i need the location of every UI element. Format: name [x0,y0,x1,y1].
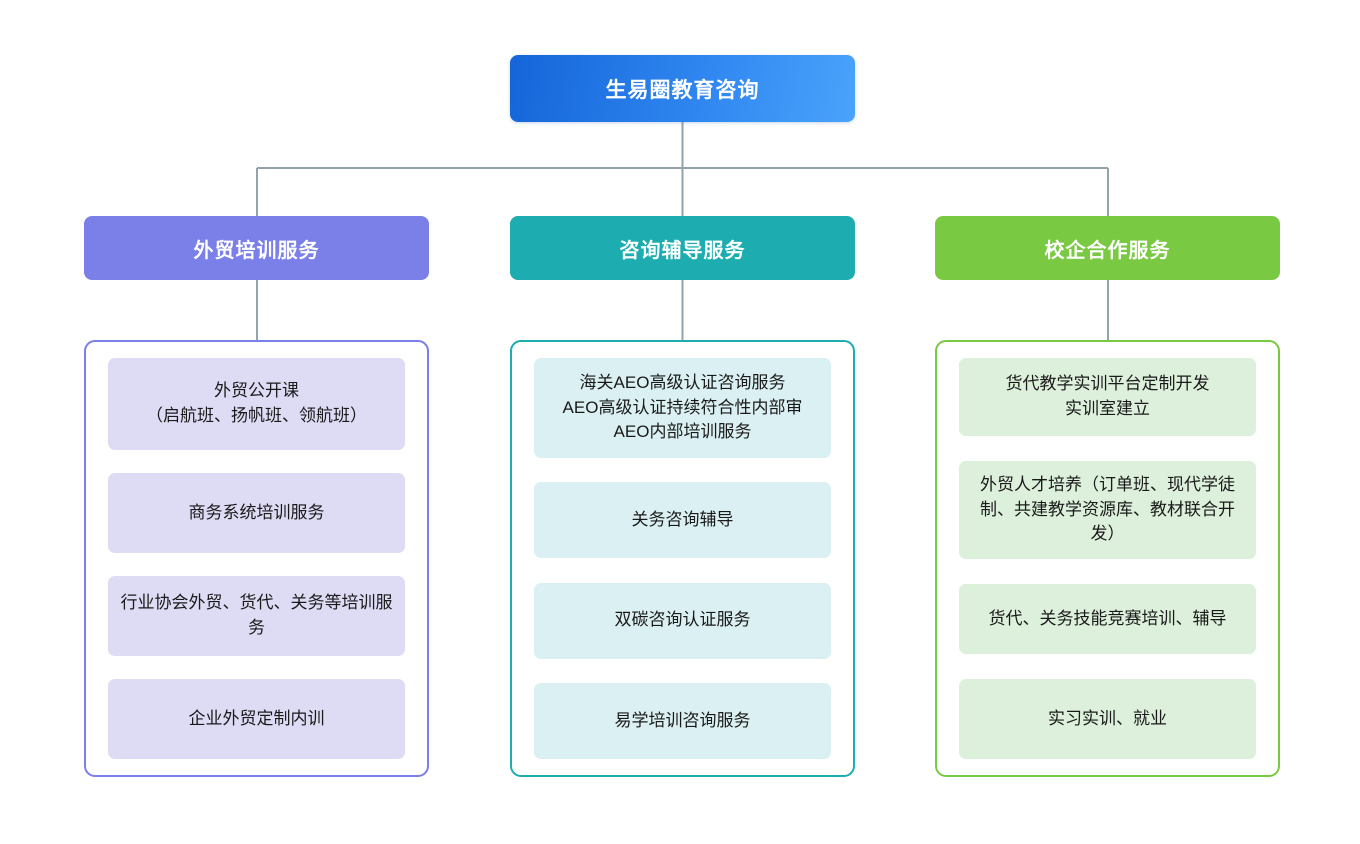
branch-item[interactable]: 货代、关务技能竞赛培训、辅导 [959,584,1256,654]
branch-header-label-1: 外贸培训服务 [193,239,320,262]
branch-item[interactable]: 易学培训咨询服务 [534,682,831,759]
branch-column-3: 校企合作服务 货代教学实训平台定制开发 实训室建立 外贸人才培养（订单班、现代学… [935,216,1280,777]
branch-item[interactable]: 关务咨询辅导 [534,482,831,559]
root-node[interactable]: 生易圈教育咨询 [510,55,855,122]
branch-column-1: 外贸培训服务 外贸公开课 （启航班、扬帆班、领航班） 商务系统培训服务 行业协会… [84,216,429,777]
branch-header-label-2: 咨询辅导服务 [619,239,746,262]
branch-body-2: 海关AEO高级认证咨询服务 AEO高级认证持续符合性内部审 AEO内部培训服务 … [510,340,855,777]
branch-header-2[interactable]: 咨询辅导服务 [510,216,855,280]
branch-item[interactable]: 商务系统培训服务 [108,473,405,553]
branch-item[interactable]: 行业协会外贸、货代、关务等培训服务 [108,576,405,656]
branch-item[interactable]: 企业外贸定制内训 [108,679,405,759]
branch-item[interactable]: 货代教学实训平台定制开发 实训室建立 [959,358,1256,436]
branch-header-1[interactable]: 外贸培训服务 [84,216,429,280]
branch-item[interactable]: 海关AEO高级认证咨询服务 AEO高级认证持续符合性内部审 AEO内部培训服务 [534,358,831,458]
branch-column-2: 咨询辅导服务 海关AEO高级认证咨询服务 AEO高级认证持续符合性内部审 AEO… [510,216,855,777]
branch-item[interactable]: 实习实训、就业 [959,679,1256,759]
branch-header-3[interactable]: 校企合作服务 [935,216,1280,280]
branch-item[interactable]: 外贸公开课 （启航班、扬帆班、领航班） [108,358,405,450]
branch-item[interactable]: 外贸人才培养（订单班、现代学徒制、共建教学资源库、教材联合开发） [959,461,1256,559]
branch-body-3: 货代教学实训平台定制开发 实训室建立 外贸人才培养（订单班、现代学徒制、共建教学… [935,340,1280,777]
branch-header-label-3: 校企合作服务 [1044,239,1171,262]
branch-body-1: 外贸公开课 （启航班、扬帆班、领航班） 商务系统培训服务 行业协会外贸、货代、关… [84,340,429,777]
root-node-label: 生易圈教育咨询 [605,78,760,102]
branch-item[interactable]: 双碳咨询认证服务 [534,582,831,659]
